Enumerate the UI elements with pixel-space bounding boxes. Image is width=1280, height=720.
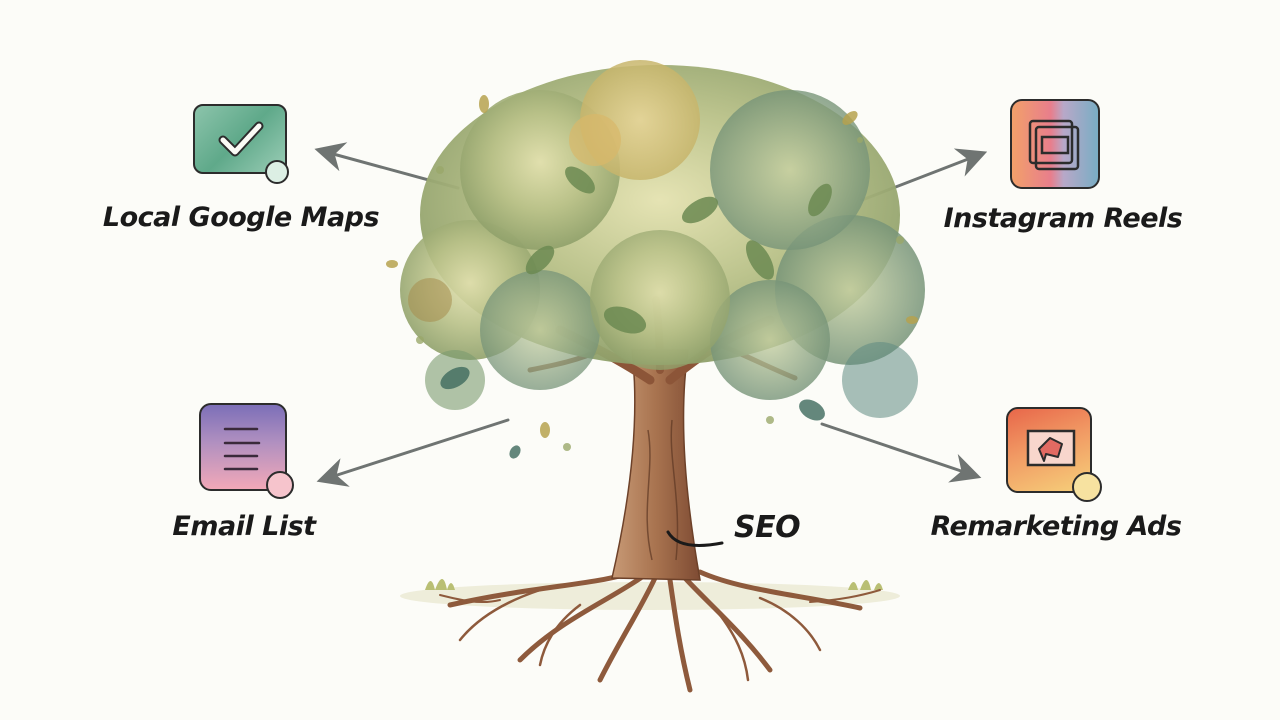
label-instagram-reels: Instagram Reels xyxy=(943,203,1183,234)
reels-card-icon xyxy=(1010,99,1100,189)
arrow-to-remarketing-ads xyxy=(820,422,982,483)
seo-pointer-line xyxy=(666,530,724,547)
foliage xyxy=(386,60,925,459)
label-remarketing-ads: Remarketing Ads xyxy=(930,511,1182,542)
seo-label: SEO xyxy=(734,510,801,545)
tag-in-frame-icon xyxy=(1026,429,1076,467)
badge-dot-icon xyxy=(266,471,294,499)
stacked-frames-icon xyxy=(1028,119,1080,171)
checkmark-icon xyxy=(218,121,264,157)
arrow-to-email-list xyxy=(316,418,510,487)
badge-dot-icon xyxy=(1072,472,1102,502)
ads-card-icon xyxy=(1006,407,1092,493)
label-email-list: Email List xyxy=(172,511,316,542)
text-lines-icon xyxy=(223,427,261,471)
badge-dot-icon xyxy=(265,160,289,184)
label-local-google-maps: Local Google Maps xyxy=(102,202,380,233)
